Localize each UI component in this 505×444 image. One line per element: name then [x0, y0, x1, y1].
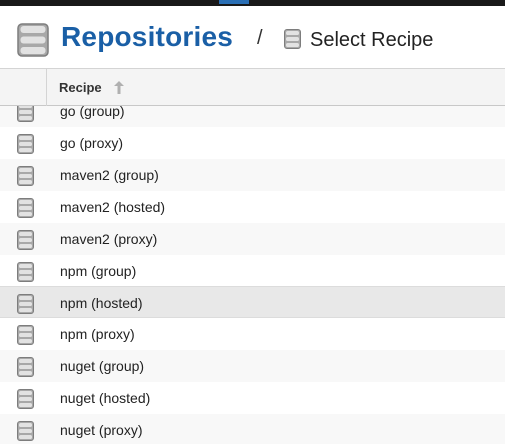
database-icon [17, 389, 34, 409]
page-header: Repositories / Select Recipe [0, 6, 505, 68]
recipe-label: go (proxy) [60, 135, 124, 151]
top-bar [0, 0, 505, 6]
recipe-label: npm (hosted) [60, 295, 143, 311]
database-icon [17, 23, 49, 57]
recipe-label: maven2 (hosted) [60, 199, 166, 215]
database-icon [17, 166, 34, 186]
database-icon [17, 294, 34, 314]
grid-header: Recipe [0, 68, 505, 106]
recipe-list: go (group) go (proxy) maven2 (group) maven2… [0, 106, 505, 444]
recipe-row[interactable]: go (proxy) [0, 127, 505, 159]
database-icon [284, 29, 301, 49]
recipe-row[interactable]: go (group) [0, 106, 505, 127]
recipe-row[interactable]: nuget (hosted) [0, 382, 505, 414]
page-title[interactable]: Repositories [61, 21, 233, 52]
recipe-label: npm (group) [60, 263, 137, 279]
recipe-row[interactable]: maven2 (hosted) [0, 191, 505, 223]
recipe-label: maven2 (group) [60, 167, 159, 183]
database-icon [17, 198, 34, 218]
breadcrumb-current: Select Recipe [310, 29, 434, 51]
recipe-row[interactable]: nuget (group) [0, 350, 505, 382]
recipe-row[interactable]: maven2 (proxy) [0, 223, 505, 255]
database-icon [17, 421, 34, 441]
breadcrumb-separator: / [257, 27, 263, 49]
recipe-label: nuget (group) [60, 358, 145, 374]
recipe-label: nuget (proxy) [60, 422, 143, 438]
recipe-row[interactable]: nuget (proxy) [0, 414, 505, 444]
recipe-label: maven2 (proxy) [60, 231, 158, 247]
recipe-row[interactable]: maven2 (group) [0, 159, 505, 191]
recipe-row[interactable]: npm (proxy) [0, 318, 505, 350]
recipe-row[interactable]: npm (hosted) [0, 286, 505, 318]
recipe-column-header[interactable]: Recipe [59, 80, 102, 95]
recipe-label: go (group) [60, 106, 125, 119]
database-icon [17, 325, 34, 345]
database-icon [17, 357, 34, 377]
database-icon [17, 262, 34, 282]
database-icon [17, 230, 34, 250]
recipe-label: npm (proxy) [60, 326, 135, 342]
database-icon [17, 134, 34, 154]
recipe-row[interactable]: npm (group) [0, 255, 505, 287]
sort-ascending-arrow-icon[interactable] [114, 81, 124, 94]
active-nav-indicator [219, 0, 249, 4]
column-divider [46, 69, 47, 106]
recipe-label: nuget (hosted) [60, 390, 151, 406]
database-icon [17, 106, 34, 122]
